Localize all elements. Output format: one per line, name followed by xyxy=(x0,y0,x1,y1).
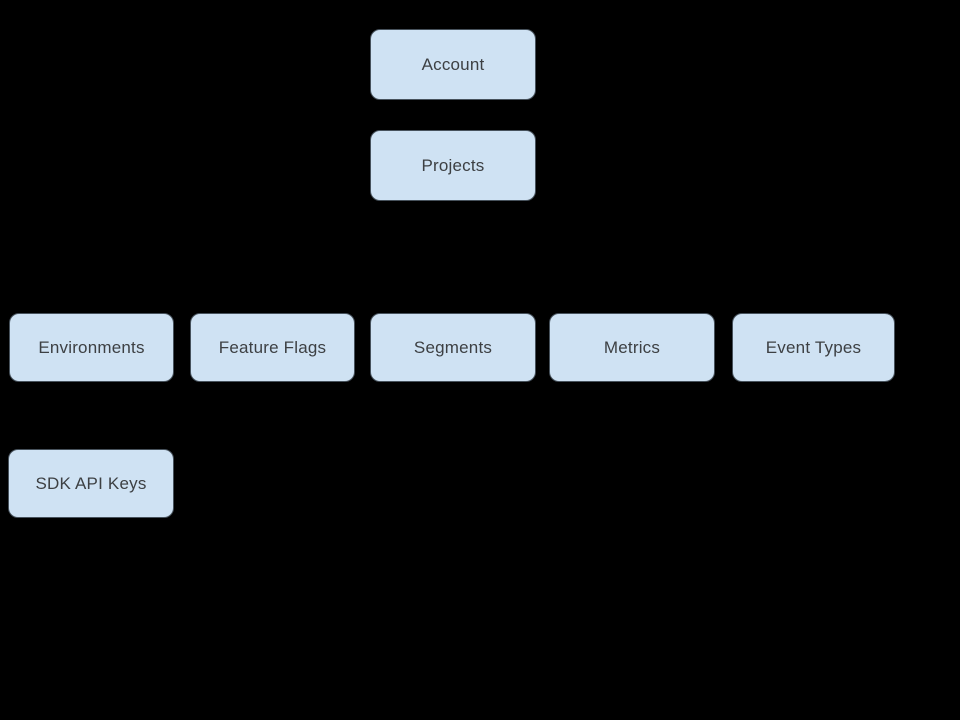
node-feature-flags: Feature Flags xyxy=(190,313,355,382)
node-account: Account xyxy=(370,29,536,100)
node-account-label: Account xyxy=(421,54,485,74)
node-environments-label: Environments xyxy=(38,337,145,357)
node-projects-label: Projects xyxy=(421,155,485,175)
node-metrics: Metrics xyxy=(549,313,715,382)
node-metrics-label: Metrics xyxy=(603,337,661,357)
node-event-types: Event Types xyxy=(732,313,895,382)
node-environments: Environments xyxy=(9,313,174,382)
node-segments-label: Segments xyxy=(413,337,493,357)
node-segments: Segments xyxy=(370,313,536,382)
node-sdk-api-keys: SDK API Keys xyxy=(8,449,174,518)
node-event-types-label: Event Types xyxy=(765,337,862,357)
node-feature-flags-label: Feature Flags xyxy=(218,337,327,357)
node-projects: Projects xyxy=(370,130,536,201)
node-sdk-api-keys-label: SDK API Keys xyxy=(35,473,147,493)
